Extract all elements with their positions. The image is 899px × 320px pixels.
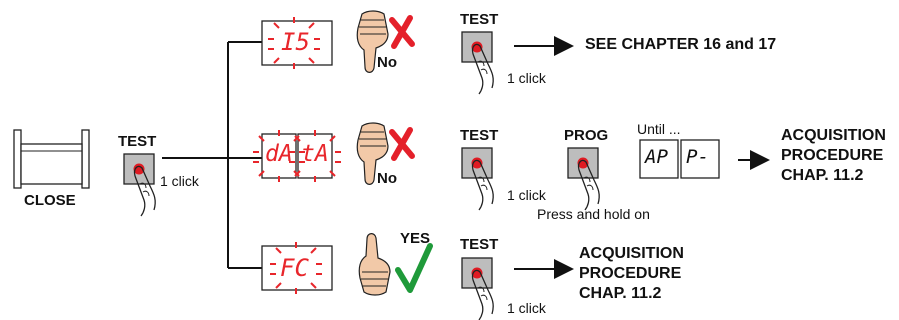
result-3-line-2: PROCEDURE [579, 265, 682, 282]
branch2-test-button-icon [461, 147, 494, 211]
branch3-test-button-icon [461, 257, 494, 320]
result-3-line-3: CHAP. 11.2 [579, 285, 662, 302]
display-ok-icon [261, 241, 333, 295]
gate-closed-icon [13, 129, 90, 189]
start-click-label: 1 click [160, 173, 199, 189]
close-label: CLOSE [24, 192, 76, 209]
until-text: Until ... [637, 121, 681, 137]
result-2-line-3: CHAP. 11.2 [781, 167, 864, 184]
start-test-button-icon [123, 153, 156, 217]
start-test-label: TEST [118, 133, 157, 150]
prog-button-icon [567, 147, 600, 211]
answer-no-2: No [377, 170, 397, 187]
display-error-text: I5 [281, 28, 310, 56]
branch3-click-label: 1 click [507, 300, 546, 316]
branch1-test-button-icon [461, 31, 494, 95]
cross-icon [389, 15, 415, 49]
display-ok-text: FC [280, 254, 309, 282]
thumbs-up-icon [358, 233, 391, 296]
press-hold-text: Press and hold on [537, 206, 650, 222]
prog-label: PROG [564, 127, 609, 144]
answer-no-1: No [377, 54, 397, 71]
branch1-click-label: 1 click [507, 70, 546, 86]
until-display-a: AP [645, 146, 668, 168]
branch2-test-label: TEST [460, 127, 499, 144]
branch-connector [162, 41, 262, 269]
branch1-test-label: TEST [460, 11, 499, 28]
display-error-icon [261, 16, 333, 70]
branch2-click-label: 1 click [507, 187, 546, 203]
display-data-a: dA [265, 141, 293, 167]
see-chapter-text: SEE CHAPTER 16 and 17 [585, 36, 777, 53]
until-display-icon [639, 139, 720, 179]
display-data-icon [252, 129, 342, 183]
answer-yes: YES [400, 230, 431, 247]
until-display-b: P- [686, 146, 709, 168]
display-data-b: tA [301, 141, 329, 167]
result-2-line-2: PROCEDURE [781, 147, 884, 164]
check-icon [395, 243, 433, 293]
cross-icon-2 [389, 127, 415, 161]
result-3-line-1: ACQUISITION [579, 245, 684, 262]
result-2-line-1: ACQUISITION [781, 127, 886, 144]
branch3-test-label: TEST [460, 236, 499, 253]
